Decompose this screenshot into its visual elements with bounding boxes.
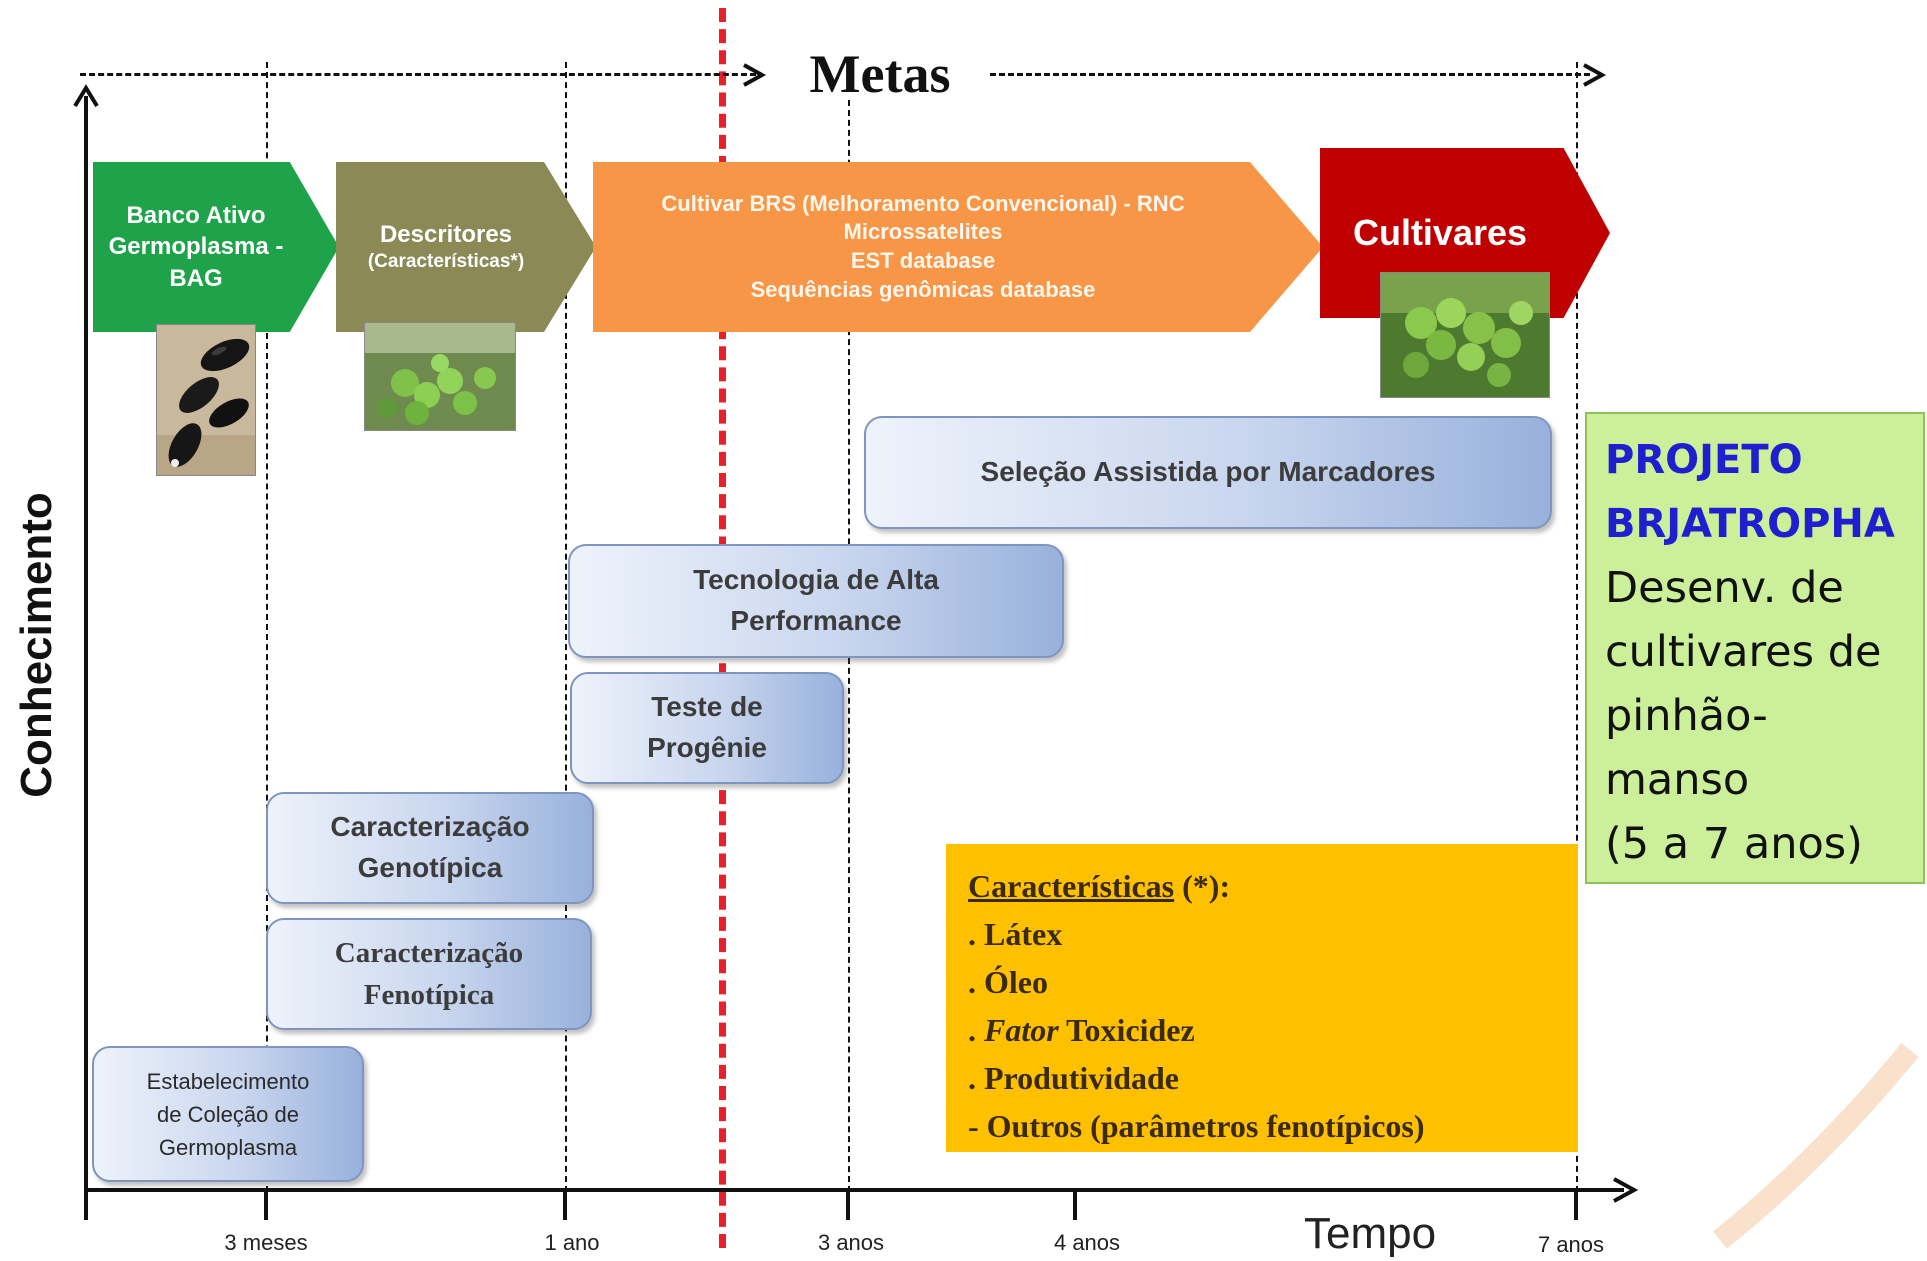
project-title: PROJETO BRJATROPHA bbox=[1605, 428, 1923, 556]
guide-7-anos bbox=[1576, 62, 1578, 1192]
activity-line: Estabelecimento bbox=[146, 1068, 310, 1094]
activity-line: Teste de bbox=[651, 691, 763, 723]
x-axis bbox=[84, 1188, 1624, 1192]
characteristics-heading-row: Características (*): bbox=[968, 862, 1578, 910]
stage-line: BAG bbox=[169, 264, 223, 292]
y-axis-label: Conhecimento bbox=[12, 492, 61, 798]
stage-line: Banco Ativo bbox=[126, 202, 266, 230]
stage-line: EST database bbox=[850, 248, 996, 273]
activity-caracterizacao-fenotipica: Caracterização Fenotípica bbox=[266, 918, 592, 1030]
project-body-line: (5 a 7 anos) bbox=[1605, 819, 1863, 869]
activity-line: de Coleção de bbox=[157, 1101, 299, 1127]
activity-selecao-assistida: Seleção Assistida por Marcadores bbox=[864, 416, 1552, 529]
activity-line: Fenotípica bbox=[363, 979, 495, 1011]
activity-line: Caracterização bbox=[330, 811, 530, 843]
project-body-line: cultivares de bbox=[1605, 627, 1882, 677]
stage-descritores: Descritores (Características*) bbox=[336, 162, 596, 332]
tick-label: 3 meses bbox=[224, 1230, 308, 1255]
x-axis-label: Tempo bbox=[1304, 1209, 1437, 1258]
characteristics-item: . Látex bbox=[968, 910, 1578, 958]
y-axis-arrow-icon bbox=[73, 84, 99, 108]
characteristics-item-text: . bbox=[968, 1012, 984, 1048]
activity-line: Tecnologia de Alta bbox=[693, 564, 939, 596]
tick-label: 1 ano bbox=[544, 1230, 600, 1255]
metas-title: Metas bbox=[809, 44, 951, 104]
characteristics-heading-suffix: (*): bbox=[1174, 868, 1231, 904]
tick-label: 3 anos bbox=[817, 1230, 885, 1255]
activity-tecnologia-alta-performance: Tecnologia de Alta Performance bbox=[568, 544, 1064, 658]
tick-4-anos bbox=[1073, 1192, 1077, 1220]
tick-label: 7 anos bbox=[1537, 1232, 1605, 1257]
metas-arrow-head-left bbox=[743, 63, 767, 87]
activity-line: Germoplasma bbox=[158, 1134, 298, 1160]
characteristics-item: - Outros (parâmetros fenotípicos) bbox=[968, 1102, 1578, 1150]
characteristics-item-text: . Óleo bbox=[968, 964, 1048, 1000]
jatropha-seeds-photo bbox=[156, 324, 256, 476]
characteristics-item: . Fator Toxicidez bbox=[968, 1006, 1578, 1054]
stage-line: Sequências genômicas database bbox=[750, 276, 1096, 302]
stage-line: Microssatelites bbox=[843, 219, 1003, 245]
characteristics-item-italic: Fator bbox=[984, 1012, 1059, 1048]
activity-line: Seleção Assistida por Marcadores bbox=[980, 456, 1436, 488]
tick-3-anos bbox=[846, 1192, 850, 1220]
activity-caracterizacao-genotipica: Caracterização Genotípica bbox=[266, 792, 594, 904]
guide-1-ano bbox=[565, 62, 567, 1192]
tick-7-anos bbox=[1574, 1192, 1578, 1220]
stage-line: Descritores bbox=[379, 221, 513, 249]
metas-arrow-right bbox=[990, 73, 1590, 76]
characteristics-heading: Características bbox=[968, 868, 1175, 904]
project-body-line: Desenv. de bbox=[1605, 563, 1844, 613]
green-fruits-photo bbox=[364, 322, 516, 431]
activity-line: Caracterização bbox=[334, 936, 524, 969]
project-title-line: PROJETO bbox=[1605, 437, 1803, 483]
decorative-swoosh-icon bbox=[1713, 1043, 1919, 1249]
metas-arrow-head-right bbox=[1583, 63, 1607, 87]
characteristics-item-text: . Produtividade bbox=[968, 1060, 1179, 1096]
activity-teste-progenie: Teste de Progênie bbox=[570, 672, 844, 784]
tick-label: 4 anos bbox=[1053, 1230, 1121, 1255]
stage-line: Cultivares bbox=[1352, 212, 1528, 253]
activity-estabelecimento-colecao: Estabelecimento de Coleção de Germoplasm… bbox=[92, 1046, 364, 1182]
stage-cultivares: Cultivares bbox=[1320, 148, 1610, 318]
activity-line: Genotípica bbox=[357, 852, 503, 883]
characteristics-item-text: Toxicidez bbox=[1058, 1012, 1195, 1048]
project-box: PROJETO BRJATROPHA Desenv. de cultivares… bbox=[1585, 412, 1925, 884]
project-title-line: BRJATROPHA bbox=[1605, 501, 1895, 547]
stage-banco-ativo: Banco Ativo Germoplasma - BAG bbox=[93, 162, 339, 332]
characteristics-item-text: . Látex bbox=[968, 916, 1063, 952]
x-axis-arrow-icon bbox=[1613, 1177, 1638, 1203]
metas-arrow-left bbox=[80, 73, 756, 76]
stage-line: Cultivar BRS (Melhoramento Convencional)… bbox=[661, 190, 1185, 216]
guide-3-meses bbox=[266, 62, 268, 1192]
stage-line: (Características*) bbox=[367, 251, 525, 273]
y-axis bbox=[84, 96, 88, 1220]
activity-line: Progênie bbox=[647, 732, 767, 763]
characteristics-item: . Óleo bbox=[968, 958, 1578, 1006]
stage-cultivar-brs: Cultivar BRS (Melhoramento Convencional)… bbox=[593, 162, 1323, 332]
project-body-line: manso bbox=[1605, 755, 1750, 805]
characteristics-item-text: - Outros (parâmetros fenotípicos) bbox=[968, 1108, 1425, 1144]
activity-line: Performance bbox=[730, 605, 902, 636]
characteristics-box: Características (*): . Látex . Óleo . Fa… bbox=[946, 844, 1578, 1152]
fruit-cluster-photo bbox=[1380, 272, 1550, 398]
characteristics-item: . Produtividade bbox=[968, 1054, 1578, 1102]
project-body-line: pinhão- bbox=[1605, 691, 1768, 741]
project-body: Desenv. de cultivares de pinhão- manso (… bbox=[1605, 556, 1923, 876]
tick-1-ano bbox=[563, 1192, 567, 1220]
tick-3-meses bbox=[264, 1192, 268, 1220]
stage-line: Germoplasma - bbox=[108, 233, 284, 261]
